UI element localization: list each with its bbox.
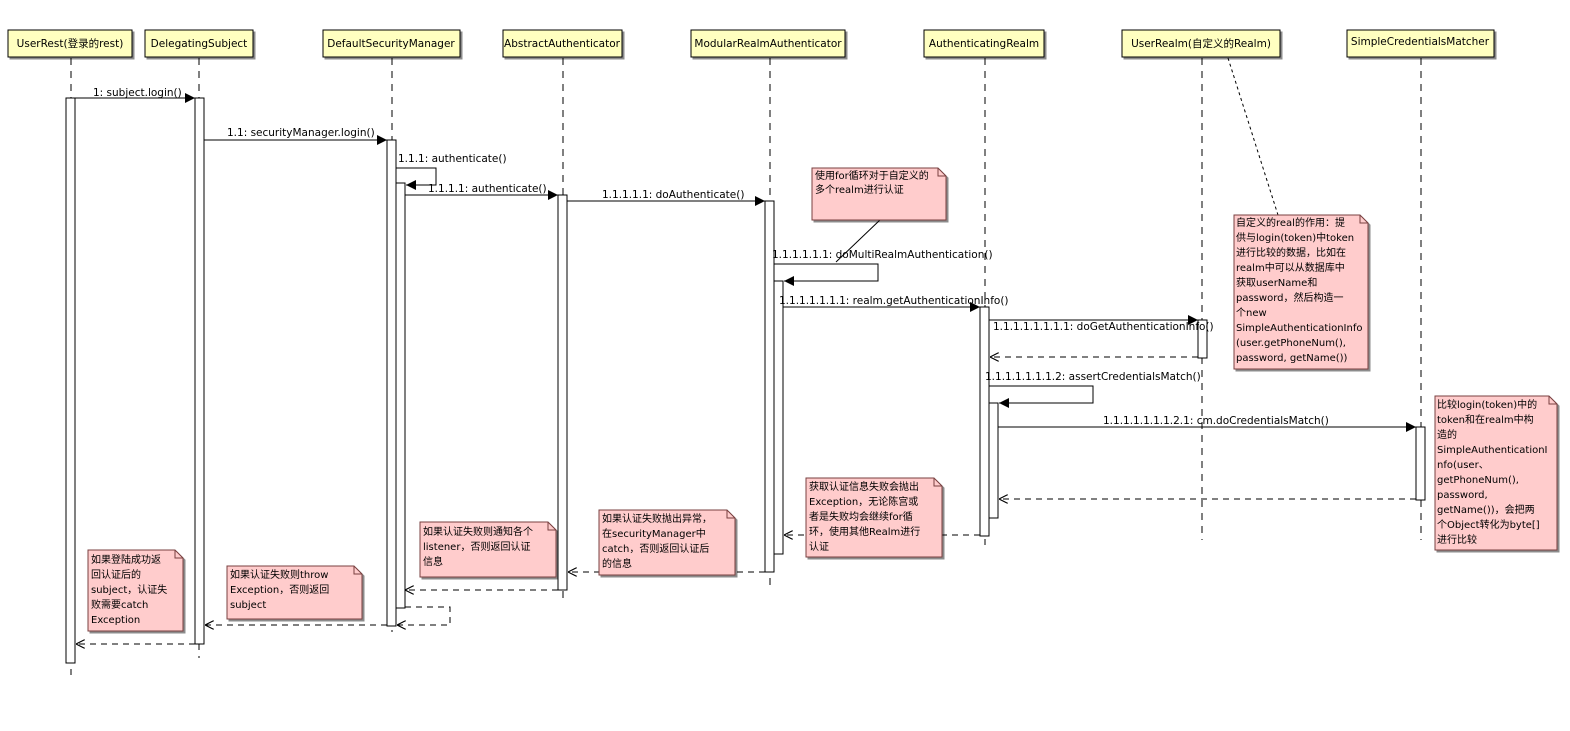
note-text-throw: 如果认证失败则throw Exception，否则返回 subject bbox=[230, 568, 332, 611]
note-real-purpose bbox=[1233, 214, 1369, 370]
message-label-1-1-1-1-1: 1.1.1.1.1: doAuthenticate() bbox=[602, 189, 744, 201]
message-label-1-1: 1.1: securityManager.login() bbox=[227, 127, 375, 139]
note-text-for-loop: 使用for循环对于自定义的 多个realm进行认证 bbox=[815, 169, 932, 196]
participant-abstractauthenticator: AbstractAuthenticator bbox=[502, 29, 623, 58]
message-label-1-1-1-1-1-1-1: 1.1.1.1.1.1.1: realm.getAuthenticationIn… bbox=[779, 295, 1009, 307]
return-arrow-self-securitymanager bbox=[397, 606, 451, 625]
message-arrow-1-1-1-1-1-1 bbox=[774, 263, 879, 286]
participant-modularrealmauthenticator: ModularRealmAuthenticator bbox=[690, 29, 846, 58]
activation-authenticatingrealm-nested bbox=[988, 402, 999, 519]
call-messages bbox=[75, 93, 1416, 432]
participant-label-userrest: UserRest(登录的rest) bbox=[17, 37, 124, 50]
participant-label-abstractauthenticator: AbstractAuthenticator bbox=[504, 38, 621, 50]
activation-userrealm bbox=[1197, 319, 1208, 359]
note-text-login-success: 如果登陆成功返 回认证后的 subject，认证失 败需要catch Excep… bbox=[91, 553, 170, 626]
message-label-1-1-1-1-1-1-1-2: 1.1.1.1.1.1.1.2: assertCredentialsMatch(… bbox=[985, 371, 1201, 383]
note-listener bbox=[419, 521, 557, 578]
note-text-compare: 比较login(token)中的 token和在realm中构 造的 Simpl… bbox=[1437, 398, 1551, 546]
message-labels: 1: subject.login() 1.1: securityManager.… bbox=[93, 87, 1329, 427]
participant-label-userrealm: UserRealm(自定义的Realm) bbox=[1131, 37, 1271, 50]
participant-headers: UserRest(登录的rest) DelegatingSubject Defa… bbox=[7, 29, 1495, 58]
participant-label-delegatingsubject: DelegatingSubject bbox=[151, 38, 248, 50]
note-compare bbox=[1434, 395, 1558, 551]
activation-simplecredentialsmatcher bbox=[1415, 426, 1426, 501]
note-anchor-userrealm bbox=[1227, 57, 1279, 216]
note-text-real-purpose: 自定义的real的作用：提 供与login(token)中token 进行比较的… bbox=[1236, 216, 1366, 364]
message-label-1: 1: subject.login() bbox=[93, 87, 182, 99]
note-text-get-info-fail: 获取认证信息失败会抛出 Exception，无论陈宫或 者是失败均会继续for循… bbox=[809, 480, 924, 553]
activation-delegatingsubject bbox=[194, 97, 205, 645]
participant-simplecredentialsmatcher: SimpleCredentialsMatcher bbox=[1346, 29, 1495, 58]
participant-authenticatingrealm: AuthenticatingRealm bbox=[923, 29, 1045, 58]
activation-authenticatingrealm bbox=[979, 306, 990, 537]
activation-userrest bbox=[65, 97, 76, 664]
activation-modularrealmauthenticator-nested bbox=[773, 280, 784, 555]
message-arrow-1-1-1-1-1-1-1-2 bbox=[989, 385, 1094, 408]
participant-userrest: UserRest(登录的rest) bbox=[7, 29, 133, 58]
participant-delegatingsubject: DelegatingSubject bbox=[144, 29, 254, 58]
note-get-info-fail bbox=[805, 477, 943, 558]
participant-label-modularrealmauthenticator: ModularRealmAuthenticator bbox=[694, 38, 842, 50]
message-arrow-1-1-1 bbox=[396, 167, 437, 190]
note-for-loop bbox=[811, 167, 947, 221]
activation-defaultsecuritymanager-nested bbox=[395, 182, 406, 609]
note-anchors bbox=[835, 57, 1279, 263]
participant-defaultsecuritymanager: DefaultSecurityManager bbox=[322, 29, 461, 58]
note-sm-catch bbox=[598, 509, 736, 576]
notes: 使用for循环对于自定义的 多个realm进行认证 自定义的real的作用：提 … bbox=[87, 167, 1558, 632]
activations bbox=[65, 97, 1426, 664]
note-anchor-for-loop bbox=[835, 218, 882, 263]
activation-abstractauthenticator bbox=[557, 194, 568, 591]
activation-defaultsecuritymanager bbox=[386, 139, 397, 627]
message-label-1-1-1: 1.1.1: authenticate() bbox=[398, 153, 507, 165]
participant-label-defaultsecuritymanager: DefaultSecurityManager bbox=[327, 38, 455, 50]
message-label-1-1-1-1-1-1-1-2-1: 1.1.1.1.1.1.1.2.1: cm.doCredentialsMatch… bbox=[1103, 415, 1329, 427]
message-label-1-1-1-1-1-1: 1.1.1.1.1.1: doMultiRealmAuthentication(… bbox=[772, 249, 993, 261]
note-login-success bbox=[87, 549, 184, 632]
note-text-listener: 如果认证失败则通知各个 listener，否则返回认证 信息 bbox=[423, 525, 536, 568]
return-messages bbox=[76, 357, 1416, 644]
message-label-1-1-1-1: 1.1.1.1: authenticate() bbox=[428, 183, 547, 195]
message-label-1-1-1-1-1-1-1-1: 1.1.1.1.1.1.1.1: doGetAuthenticationInfo… bbox=[993, 321, 1214, 333]
participant-label-simplecredentialsmatcher: SimpleCredentialsMatcher bbox=[1351, 36, 1490, 48]
participant-userrealm: UserRealm(自定义的Realm) bbox=[1121, 29, 1281, 58]
note-text-sm-catch: 如果认证失败抛出异常， 在securityManager中 catch，否则返回… bbox=[602, 512, 715, 570]
note-throw bbox=[226, 565, 363, 620]
participant-label-authenticatingrealm: AuthenticatingRealm bbox=[929, 38, 1039, 50]
